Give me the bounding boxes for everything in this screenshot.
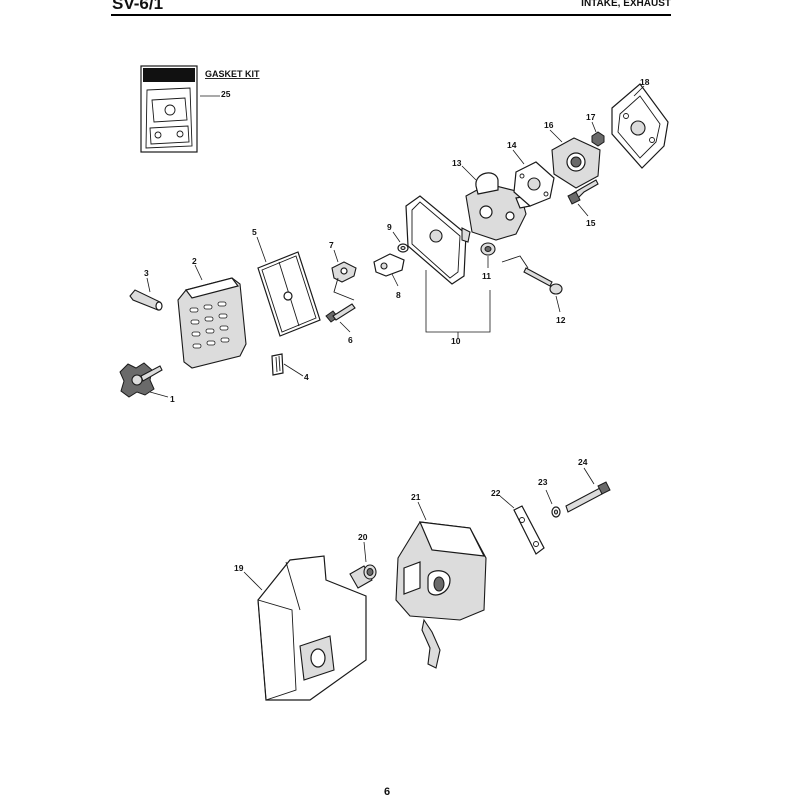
part-5-filter-element: [257, 251, 321, 337]
callout-12: 12: [556, 315, 566, 325]
callout-22: 22: [491, 488, 501, 498]
part-18-insulator: [611, 83, 669, 169]
callout-10: 10: [451, 336, 461, 346]
part-4-prefilter: [271, 353, 284, 376]
part-12-choke-rod: [501, 255, 563, 295]
callout-15: 15: [586, 218, 596, 228]
section-code: SV-6/1: [112, 0, 164, 13]
part-17-nut: [591, 131, 605, 147]
callout-18: 18: [640, 77, 650, 87]
callout-17: 17: [586, 112, 596, 122]
part-14-gasket: [513, 161, 555, 207]
part-6-screw: [325, 303, 356, 323]
callout-1: 1: [170, 394, 175, 404]
gasket-kit-box: [140, 65, 198, 153]
callout-19: 19: [234, 563, 244, 573]
header-rule: [111, 14, 671, 16]
callout-8: 8: [396, 290, 401, 300]
part-10-air-box: [405, 195, 471, 285]
callout-6: 6: [348, 335, 353, 345]
page-number: 6: [384, 786, 391, 798]
part-8-plate: [373, 253, 405, 277]
part-7-bracket: [331, 261, 357, 301]
part-19-heat-shield: [257, 555, 367, 701]
callout-5: 5: [252, 227, 257, 237]
callout-24: 24: [578, 457, 588, 467]
part-21-muffler: [395, 521, 487, 669]
part-22-plate: [513, 505, 545, 555]
callout-7: 7: [329, 240, 334, 250]
callout-16: 16: [544, 120, 554, 130]
part-16-intake-adapter: [551, 137, 601, 189]
callout-21: 21: [411, 492, 421, 502]
part-11-bushing: [480, 242, 496, 256]
callout-25: 25: [221, 89, 231, 99]
callout-11: 11: [482, 271, 491, 281]
callout-9: 9: [387, 222, 392, 232]
part-13-carburetor: [465, 172, 531, 241]
part-15-screw: [567, 179, 599, 205]
callout-20: 20: [358, 532, 368, 542]
callout-13: 13: [452, 158, 462, 168]
gasket-kit-label: GASKET KIT: [205, 69, 260, 79]
callout-14: 14: [507, 140, 517, 150]
part-9-washer: [397, 243, 409, 253]
callout-3: 3: [144, 268, 149, 278]
callout-23: 23: [538, 477, 548, 487]
callout-4: 4: [304, 372, 309, 382]
part-23-washer: [551, 506, 561, 518]
part-20-fitting: [349, 564, 377, 589]
section-title: INTAKE, EXHAUST: [581, 0, 671, 9]
part-1-knob: [119, 362, 163, 398]
callout-2: 2: [192, 256, 197, 266]
part-3-stud: [129, 289, 163, 311]
part-2-filter-cover: [177, 277, 247, 369]
part-24-bolt: [565, 481, 611, 513]
